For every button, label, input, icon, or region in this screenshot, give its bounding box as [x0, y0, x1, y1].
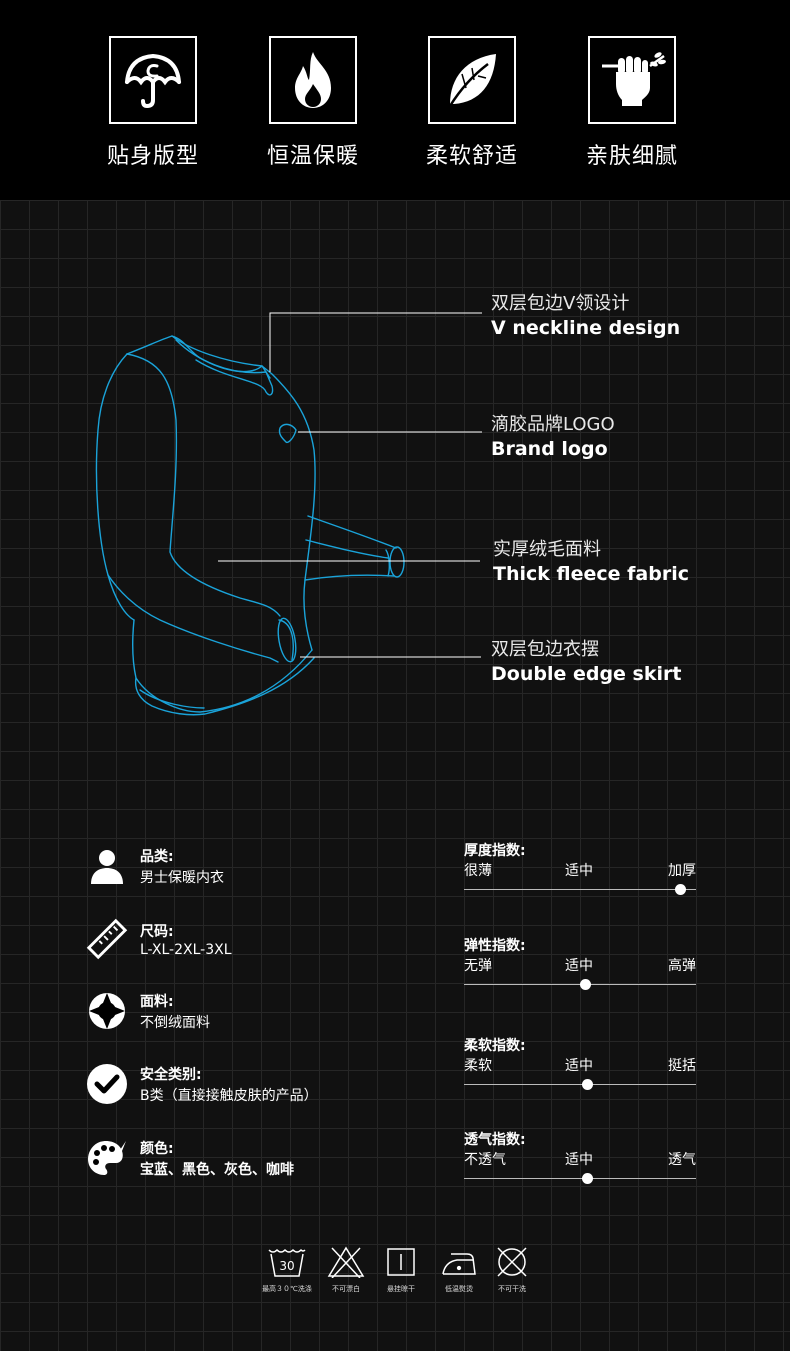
meter-breathability-track: [464, 1173, 696, 1184]
meter-softness-left: 柔软: [464, 1058, 492, 1074]
callout-neckline-en: V neckline design: [491, 317, 681, 339]
check-icon: [86, 1063, 128, 1105]
palette-icon: [86, 1137, 128, 1179]
features-bar: 贴身版型 恒温保暖 柔软舒适: [0, 0, 790, 200]
feature-fit-box: [109, 36, 197, 124]
meter-softness-mid: 适中: [565, 1058, 593, 1074]
callout-logo-cn: 滴胶品牌LOGO: [491, 414, 615, 435]
spec-color-key: 颜色:: [140, 1140, 174, 1157]
meter-elasticity-indicator: [579, 979, 591, 990]
meter-elasticity-left: 无弹: [464, 958, 492, 974]
spec-color: 颜色: 宝蓝、黑色、灰色、咖啡: [86, 1137, 294, 1179]
care-hang-dry: 悬挂晾干: [371, 1246, 431, 1294]
care-wash-30-caption: 最高３０℃洗涤: [262, 1285, 312, 1293]
meter-breathability-mid: 适中: [565, 1152, 593, 1168]
spec-material-value: 不倒绒面料: [140, 1014, 210, 1031]
fist-icon: [602, 52, 666, 106]
spec-category: 品类: 男士保暖内衣: [86, 845, 224, 887]
feature-warm-box: [269, 36, 357, 124]
spec-size-key: 尺码:: [140, 923, 174, 940]
ruler-icon: [86, 918, 128, 960]
callout-fabric-en: Thick fleece fabric: [493, 563, 689, 585]
feature-fit-label: 贴身版型: [106, 144, 199, 169]
meter-elasticity-track: [464, 979, 696, 990]
wash-temp: 30: [279, 1259, 294, 1273]
spec-safety-key: 安全类别:: [140, 1066, 202, 1083]
meter-softness-right: 挺括: [668, 1058, 696, 1074]
callout-neckline-cn: 双层包边V领设计: [491, 293, 630, 314]
feature-skin-box: [588, 36, 676, 124]
care-low-iron-caption: 低温熨烫: [445, 1285, 473, 1293]
meter-softness-track: [464, 1079, 696, 1090]
meter-thickness-track: [464, 884, 696, 895]
care-low-iron: 低温熨烫: [429, 1246, 489, 1294]
spec-safety: 安全类别: B类（直接接触皮肤的产品）: [86, 1063, 318, 1105]
no-dry-clean-icon: [497, 1247, 527, 1277]
fabric-icon: [86, 990, 128, 1032]
feature-soft-box: [428, 36, 516, 124]
low-iron-icon: [442, 1253, 476, 1275]
feature-warm: 恒温保暖: [263, 36, 363, 170]
spec-material: 面料: 不倒绒面料: [86, 990, 210, 1032]
callout-hem-cn: 双层包边衣摆: [491, 639, 599, 660]
callout-hem: 双层包边衣摆 Double edge skirt: [491, 635, 681, 685]
meter-elasticity: 弹性指数: 无弹 适中 高弹: [464, 935, 696, 990]
care-no-bleach-caption: 不可漂白: [332, 1285, 360, 1293]
feature-skin-label: 亲肤细腻: [585, 144, 678, 169]
meter-thickness-right: 加厚: [668, 863, 696, 879]
callout-neckline: 双层包边V领设计 V neckline design: [491, 289, 680, 339]
meter-breathability-left: 不透气: [464, 1152, 506, 1168]
spec-color-value: 宝蓝、黑色、灰色、咖啡: [140, 1161, 294, 1178]
feature-soft: 柔软舒适: [422, 36, 522, 170]
leaf-icon: [448, 54, 496, 107]
feature-soft-label: 柔软舒适: [425, 144, 518, 169]
meter-softness: 柔软指数: 柔软 适中 挺括: [464, 1035, 696, 1090]
spec-size: 尺码: L-XL-2XL-3XL: [86, 918, 232, 960]
meter-softness-indicator: [581, 1079, 593, 1090]
callout-logo: 滴胶品牌LOGO Brand logo: [491, 410, 615, 460]
feature-fit: 贴身版型: [103, 36, 203, 170]
meter-elasticity-right: 高弹: [668, 958, 696, 974]
callout-lines: [218, 312, 482, 658]
spec-category-value: 男士保暖内衣: [140, 869, 224, 886]
meter-breathability: 透气指数: 不透气 适中 透气: [464, 1129, 696, 1184]
garment-sketch: [95, 312, 482, 716]
meter-breathability-indicator: [581, 1173, 593, 1184]
callout-fabric: 实厚绒毛面料 Thick fleece fabric: [493, 535, 689, 585]
meter-elasticity-title: 弹性指数:: [464, 938, 526, 954]
feature-warm-label: 恒温保暖: [266, 144, 359, 169]
care-no-bleach: 不可漂白: [316, 1246, 376, 1294]
meter-elasticity-mid: 适中: [565, 958, 593, 974]
wash-30-icon: 30: [268, 1248, 306, 1277]
meter-thickness-mid: 适中: [565, 863, 593, 879]
care-no-dry-clean: 不可干洗: [482, 1246, 542, 1294]
care-no-dry-clean-caption: 不可干洗: [498, 1285, 526, 1293]
meter-breathability-right: 透气: [668, 1152, 696, 1168]
spec-material-key: 面料:: [140, 993, 174, 1010]
callout-logo-en: Brand logo: [491, 438, 608, 460]
umbrella-icon: [125, 53, 181, 109]
meter-thickness-left: 很薄: [464, 863, 492, 879]
detail-section: [0, 200, 790, 1351]
callout-hem-en: Double edge skirt: [491, 663, 682, 685]
spec-category-key: 品类:: [140, 848, 174, 865]
spec-size-value: L-XL-2XL-3XL: [140, 941, 232, 958]
care-hang-dry-caption: 悬挂晾干: [387, 1285, 415, 1293]
meter-softness-title: 柔软指数:: [464, 1038, 526, 1054]
care-wash-30: 30 最高３０℃洗涤: [257, 1246, 317, 1294]
meter-thickness-title: 厚度指数:: [464, 843, 526, 859]
callout-fabric-cn: 实厚绒毛面料: [493, 539, 601, 560]
meter-breathability-title: 透气指数:: [464, 1132, 526, 1148]
hang-dry-icon: [387, 1248, 415, 1276]
meter-thickness-indicator: [674, 884, 686, 895]
feature-skin: 亲肤细腻: [582, 36, 682, 170]
no-bleach-icon: [327, 1246, 365, 1279]
spec-safety-value: B类（直接接触皮肤的产品）: [140, 1087, 318, 1104]
flame-icon: [295, 52, 331, 108]
meter-thickness: 厚度指数: 很薄 适中 加厚: [464, 840, 696, 895]
person-icon: [86, 845, 128, 887]
